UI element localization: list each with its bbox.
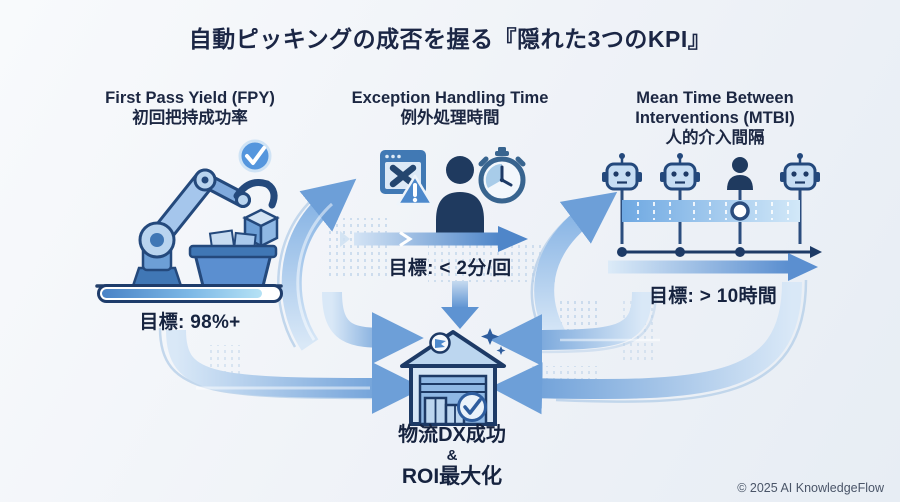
kpi2-goal: 目標: < 2分/回 — [388, 258, 512, 279]
success-check-icon — [457, 392, 487, 422]
kpi3-header: Mean Time Between Interventions (MTBI) 人… — [595, 88, 835, 148]
outcome-line1: 物流DX成功 — [398, 424, 506, 446]
kpi2-right-arrow — [340, 226, 528, 252]
outcome-line3: ROI最大化 — [401, 465, 503, 488]
kpi3-title-en-line1: Mean Time Between — [636, 89, 794, 107]
kpi3-right-arrow — [608, 253, 818, 281]
person-icon — [436, 156, 484, 237]
robot-timeline-icon — [602, 153, 822, 258]
outcome-line2: & — [446, 447, 458, 464]
fpy-progress-fill — [102, 289, 263, 298]
intervention-marker-icon — [730, 201, 750, 221]
kpi1-title-ja: 初回把持成功率 — [132, 109, 248, 128]
robot-head-icons — [602, 153, 820, 191]
copyright-text: © 2025 AI KnowledgeFlow — [737, 481, 884, 495]
page-title: 自動ピッキングの成否を握る『隠れた3つのKPI』 — [188, 26, 712, 52]
kpi3-title-ja: 人的介入間隔 — [665, 129, 765, 148]
check-badge-icon — [238, 139, 272, 173]
kpi3-goal: 目標: > 10時間 — [648, 286, 778, 307]
kpi2-header: Exception Handling Time 例外処理時間 — [330, 88, 570, 128]
fpy-progress-bar — [97, 284, 283, 303]
sparkle-icon — [481, 328, 499, 345]
kpi1-header: First Pass Yield (FPY) 初回把持成功率 — [60, 88, 320, 128]
arrow-kpi2-to-kpi3 — [534, 191, 618, 344]
kpi1-goal: 目標: 98%+ — [139, 312, 241, 333]
outcome-caption: 物流DX成功 & ROI最大化 — [352, 424, 552, 489]
kpi2-title-en: Exception Handling Time — [351, 89, 549, 107]
arrow-kpi3-into-warehouse-right — [490, 281, 802, 415]
arrow-upper-into-warehouse-right — [490, 291, 652, 366]
kpi2-title-ja: 例外処理時間 — [400, 109, 500, 128]
warehouse-check-icon — [400, 328, 506, 426]
stopwatch-icon — [478, 147, 526, 204]
arrow-kpi1-to-kpi2 — [281, 178, 357, 351]
person-intervention-icon — [727, 157, 753, 190]
light-streaks-decoration — [196, 202, 660, 390]
kpi1-title-en: First Pass Yield (FPY) — [105, 89, 275, 107]
kpi2-down-arrow — [441, 281, 479, 329]
robot-arm-picking-icon — [95, 139, 283, 288]
kpi3-title-en-line2: Interventions (MTBI) — [635, 109, 795, 128]
arrow-upper-into-warehouse-left — [322, 291, 424, 364]
exception-icons-group — [380, 147, 526, 237]
warning-triangle-icon — [396, 174, 434, 206]
